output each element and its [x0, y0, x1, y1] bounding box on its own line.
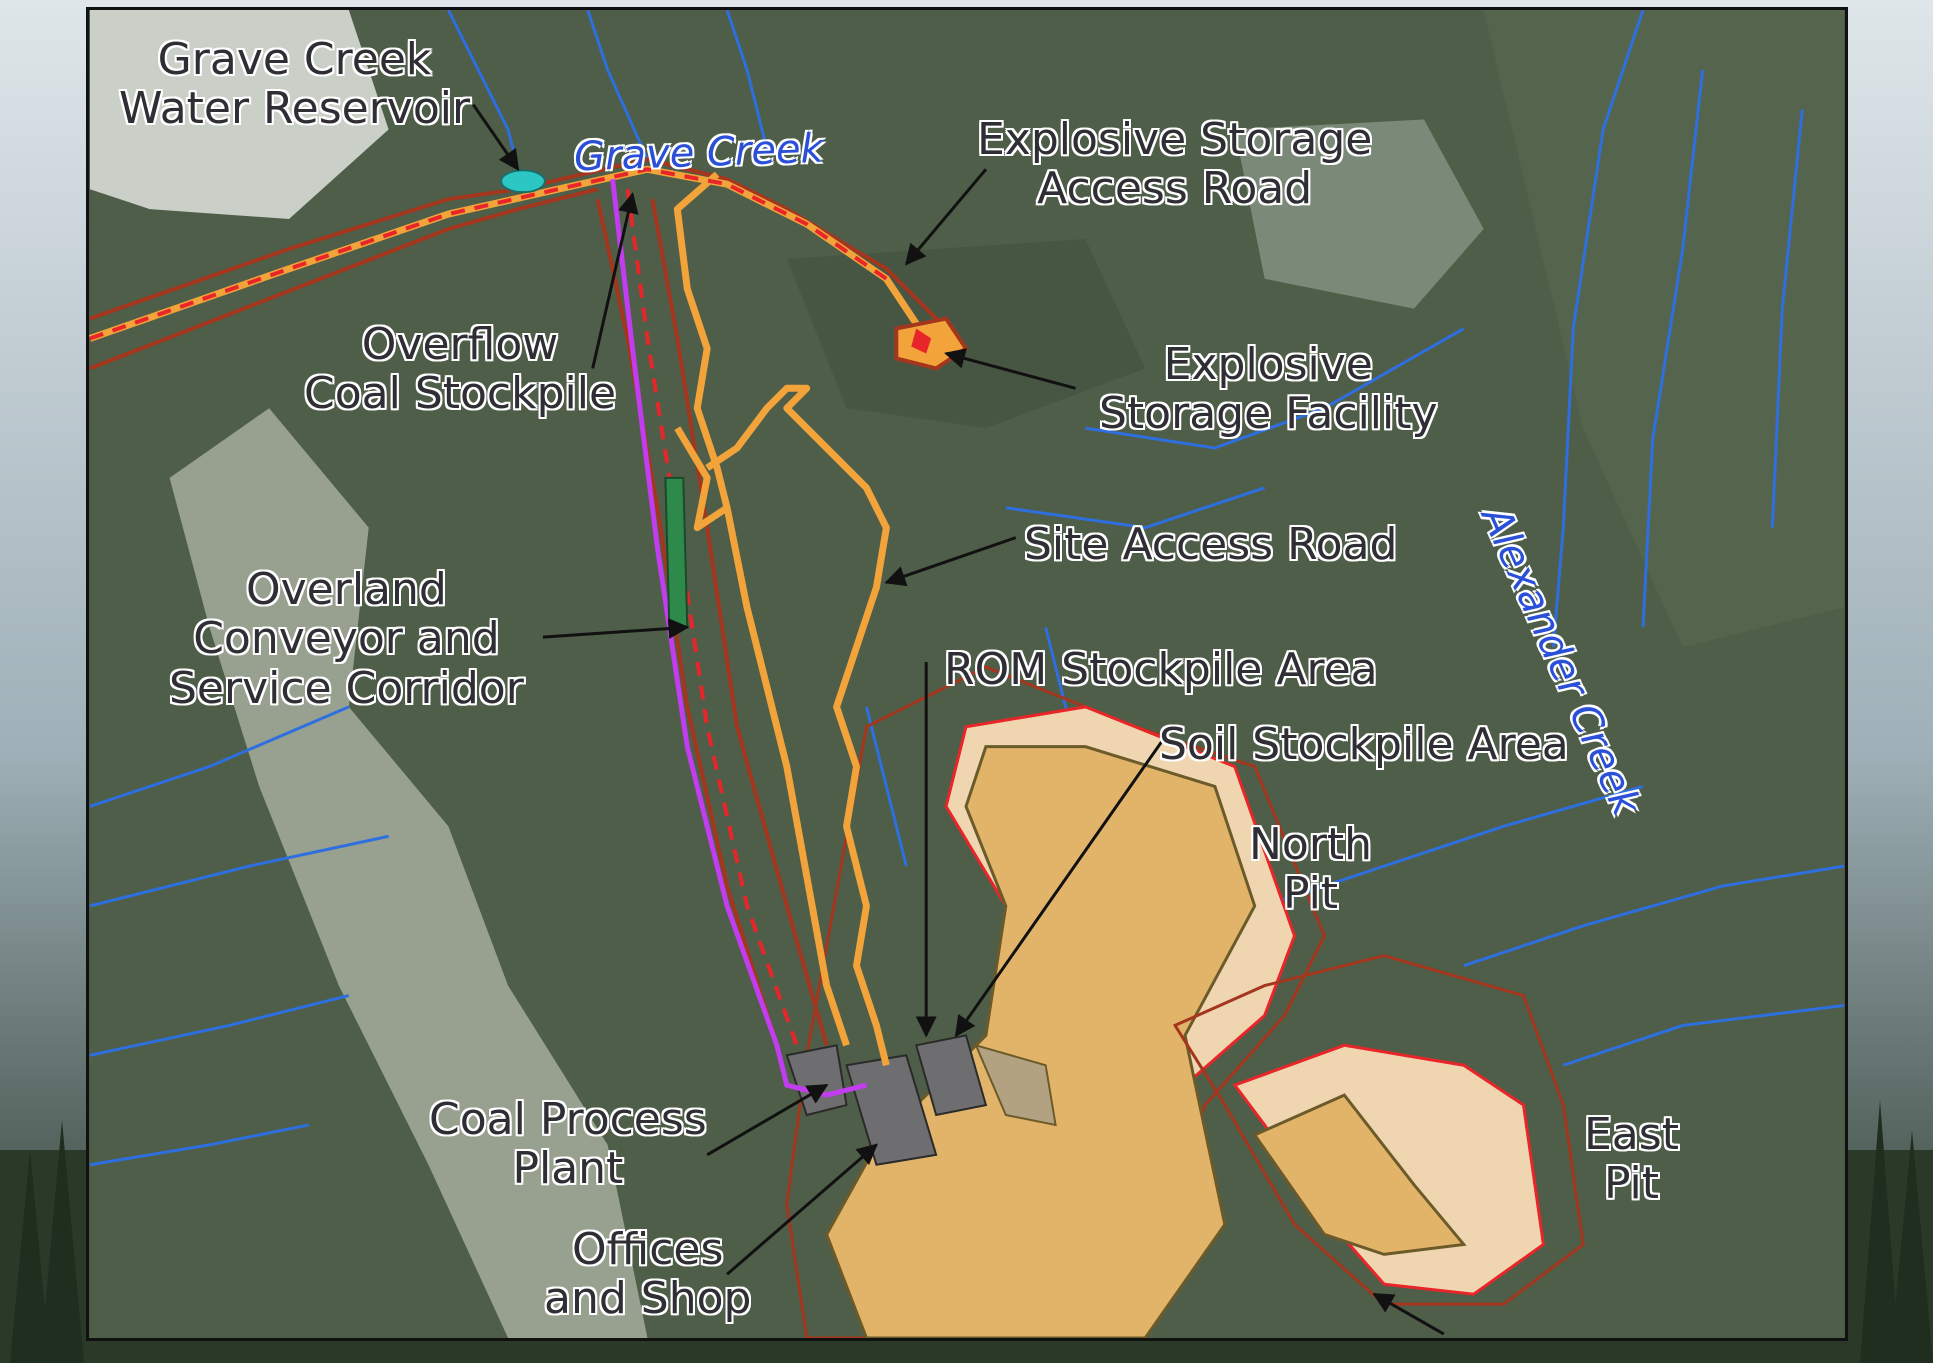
arrow-offices: [726, 1143, 878, 1276]
clearcut: [1234, 119, 1484, 309]
arrow-conveyor: [542, 618, 690, 639]
arrow-explosive-road: [904, 168, 988, 266]
soil-stockpile-shape: [974, 1043, 1057, 1127]
streams: [89, 10, 1845, 1167]
grave-creek-label: Grave Creek: [573, 125, 825, 181]
arrow-soil: [954, 735, 1167, 1038]
coal-process-plant-shape: [785, 1044, 848, 1117]
leader-arrows: [472, 103, 1445, 1336]
reservoir-shape: [500, 169, 546, 194]
site-map: [89, 10, 1845, 1338]
bare-slope-west: [169, 408, 648, 1338]
rom-stockpile-shape: [914, 1034, 988, 1117]
arrow-overflow: [591, 192, 639, 369]
arrow-explosive-facility: [944, 348, 1076, 390]
arrow-reservoir: [472, 103, 520, 171]
east-pit-fill: [1252, 1093, 1467, 1256]
arrow-plant: [706, 1083, 829, 1157]
site-access-road: [705, 384, 890, 1067]
map-frame: Grave Creek Alexander Creek Grave Creek …: [86, 7, 1848, 1341]
east-pit-boundary: [1172, 954, 1585, 1306]
overflow-road: [673, 171, 731, 532]
dashed-corridors: [89, 167, 888, 1046]
overflow-stockpile-shape: [664, 476, 689, 629]
snow-patch-north: [89, 10, 389, 220]
facilities: [785, 1034, 988, 1166]
arrow-east: [1372, 1292, 1445, 1336]
arrow-site-road: [884, 536, 1017, 587]
north-pit-fill: [824, 745, 1257, 1338]
